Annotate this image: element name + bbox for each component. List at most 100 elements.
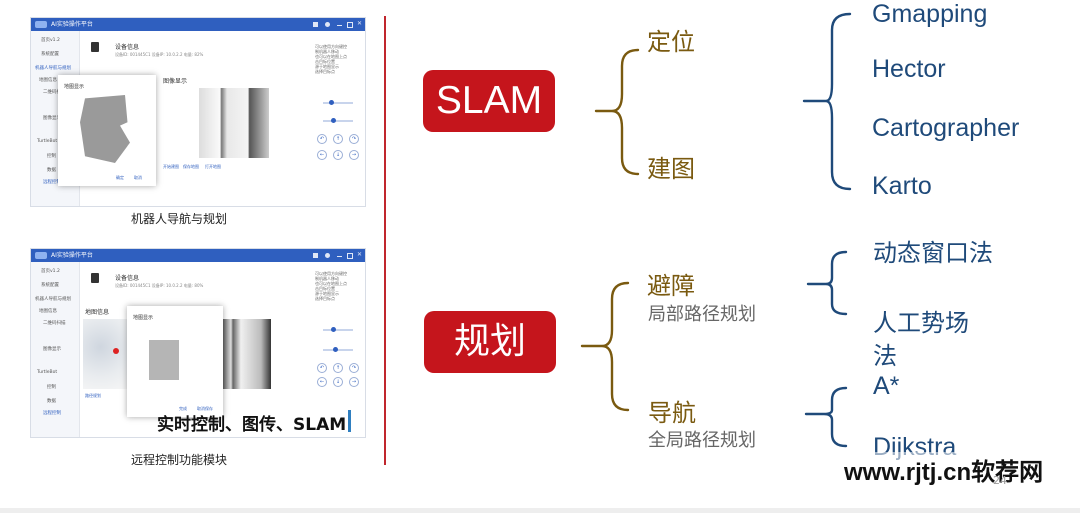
screenshot-navigation: AI实验操作平台 ✕ 首页v1.2 系统配置 机器人导航与规划 地图信息 二维码… xyxy=(30,17,366,207)
dialog-confirm-button[interactable]: 确定 xyxy=(116,175,124,180)
localization-label: 定位 xyxy=(647,28,695,56)
angle-slider-knob[interactable] xyxy=(333,347,338,352)
bottom-rule xyxy=(0,508,1080,513)
caption-navigation: 机器人导航与规划 xyxy=(131,212,228,226)
angle-slider-knob[interactable] xyxy=(331,118,336,123)
obstacle-avoidance-label: 避障 xyxy=(647,272,695,300)
sidebar-item-qr[interactable]: 二维码扫描 xyxy=(43,90,66,95)
slam-label: SLAM xyxy=(435,79,543,122)
sidebar-item-config[interactable]: 系统配置 xyxy=(41,283,59,288)
mapping-label: 建图 xyxy=(647,155,695,183)
sidebar-item-turtlebot[interactable]: TurtleBot xyxy=(37,139,58,144)
sidebar-item-image[interactable]: 图像显示 xyxy=(43,116,61,121)
sidebar-item-qr[interactable]: 二维码扫描 xyxy=(43,321,66,326)
menu-icon[interactable] xyxy=(313,22,318,27)
app-title: AI实验操作平台 xyxy=(51,252,93,259)
location-pin-icon xyxy=(113,348,119,354)
theme-icon[interactable] xyxy=(325,22,330,27)
algorithm-hector: Hector xyxy=(872,55,946,83)
turn-left-button[interactable]: ↶ xyxy=(317,134,327,144)
back-button[interactable]: ↓ xyxy=(333,377,343,387)
map-dialog: 地图显示 确定 取消 xyxy=(58,75,156,186)
angle-slider[interactable] xyxy=(323,349,353,351)
close-icon[interactable]: ✕ xyxy=(357,251,363,258)
forward-button[interactable]: ↑ xyxy=(333,134,343,144)
help-text: 可以使用方向键控 制机器人移动 也可以在地图上点 击目标位置 源于地图显示 选择… xyxy=(315,271,347,301)
speed-slider-knob[interactable] xyxy=(331,327,336,332)
sidebar-item-control[interactable]: 控制 xyxy=(47,385,56,390)
app-logo-icon xyxy=(35,252,47,259)
map-dialog: 地图显示 完成 取消保存 xyxy=(127,306,223,417)
close-icon[interactable]: ✕ xyxy=(357,20,363,27)
turn-left-button[interactable]: ↶ xyxy=(317,363,327,373)
slam-box: SLAM xyxy=(423,70,555,132)
planning-box: 规划 xyxy=(424,311,556,373)
sidebar-item-control[interactable]: 控制 xyxy=(47,154,56,159)
theme-icon[interactable] xyxy=(325,253,330,258)
turn-right-button[interactable]: ↷ xyxy=(349,134,359,144)
sidebar-item-navigation[interactable]: 机器人导航与规划 xyxy=(35,66,71,71)
screenshot-remote-control: AI实验操作平台 ✕ 首页v1.2 系统配置 机器人导航与规划 地图信息 二维码… xyxy=(30,248,366,438)
speed-slider-knob[interactable] xyxy=(329,100,334,105)
method-potential-field: 人工势场 xyxy=(873,309,969,337)
dialog-cancel-button[interactable]: 取消保存 xyxy=(197,406,213,411)
image-section-title: 图像显示 xyxy=(163,78,188,85)
planning-brace xyxy=(580,281,630,412)
maximize-icon[interactable] xyxy=(347,253,353,259)
open-map-link[interactable]: 打开地图 xyxy=(205,164,221,169)
sidebar-item-data[interactable]: 数据 xyxy=(47,168,56,173)
watermark: www.rjtj.cn软荐网 xyxy=(840,452,1048,487)
right-button[interactable]: → xyxy=(349,377,359,387)
algorithm-brace xyxy=(802,12,852,191)
speed-slider[interactable] xyxy=(323,102,353,104)
app-logo-icon xyxy=(35,21,47,28)
back-button[interactable]: ↓ xyxy=(333,150,343,160)
feature-overlay-text: 实时控制、图传、SLAM xyxy=(157,415,347,435)
occupancy-map xyxy=(149,340,179,380)
text-cursor xyxy=(348,410,351,432)
sidebar-item-map[interactable]: 地图信息 xyxy=(39,309,57,314)
sidebar-item-remote[interactable]: 远程控制 xyxy=(43,411,61,416)
forward-button[interactable]: ↑ xyxy=(333,363,343,373)
map-dialog-title: 地图显示 xyxy=(64,84,85,90)
menu-icon[interactable] xyxy=(313,253,318,258)
vertical-divider xyxy=(384,16,386,465)
device-icon xyxy=(91,273,99,283)
sidebar-item-home[interactable]: 首页v1.2 xyxy=(41,38,60,43)
algorithm-gmapping: Gmapping xyxy=(872,0,988,28)
camera-image xyxy=(221,319,271,389)
map-section-title: 地图信息 xyxy=(85,309,110,316)
sidebar-item-data[interactable]: 数据 xyxy=(47,399,56,404)
sidebar-item-navigation[interactable]: 机器人导航与规划 xyxy=(35,297,71,302)
local-planning-label: 局部路径规划 xyxy=(648,304,756,325)
path-planning-link[interactable]: 路径规划 xyxy=(85,393,101,398)
device-title: 设备信息 xyxy=(115,44,140,51)
dialog-finish-button[interactable]: 完成 xyxy=(179,406,187,411)
dialog-cancel-button[interactable]: 取消 xyxy=(134,175,142,180)
right-button[interactable]: → xyxy=(349,150,359,160)
title-bar: AI实验操作平台 ✕ xyxy=(31,18,365,31)
sidebar-item-map[interactable]: 地图信息 xyxy=(39,78,57,83)
sidebar-item-config[interactable]: 系统配置 xyxy=(41,52,59,57)
maximize-icon[interactable] xyxy=(347,22,353,28)
sidebar-item-remote[interactable]: 远程控制 xyxy=(43,180,61,185)
obstacle-brace xyxy=(806,250,848,316)
speed-slider[interactable] xyxy=(323,329,353,331)
app-title: AI实验操作平台 xyxy=(51,21,93,28)
minimize-icon[interactable] xyxy=(337,256,342,257)
left-button[interactable]: ← xyxy=(317,150,327,160)
navigation-label: 导航 xyxy=(648,399,696,427)
left-button[interactable]: ← xyxy=(317,377,327,387)
save-map-link[interactable]: 保存地图 xyxy=(183,164,199,169)
angle-slider[interactable] xyxy=(323,120,353,122)
sidebar-item-image[interactable]: 图像显示 xyxy=(43,347,61,352)
minimize-icon[interactable] xyxy=(337,25,342,26)
planning-label: 规划 xyxy=(453,321,526,362)
sidebar-item-home[interactable]: 首页v1.2 xyxy=(41,269,60,274)
sidebar-item-turtlebot[interactable]: TurtleBot xyxy=(37,370,58,375)
turn-right-button[interactable]: ↷ xyxy=(349,363,359,373)
device-icon xyxy=(91,42,99,52)
start-mapping-link[interactable]: 开始建图 xyxy=(163,164,179,169)
device-info: 设备ID: 001445C1 设备IP: 10.0.2.2 电量: 80% xyxy=(115,283,204,288)
global-planning-label: 全局路径规划 xyxy=(648,430,756,451)
